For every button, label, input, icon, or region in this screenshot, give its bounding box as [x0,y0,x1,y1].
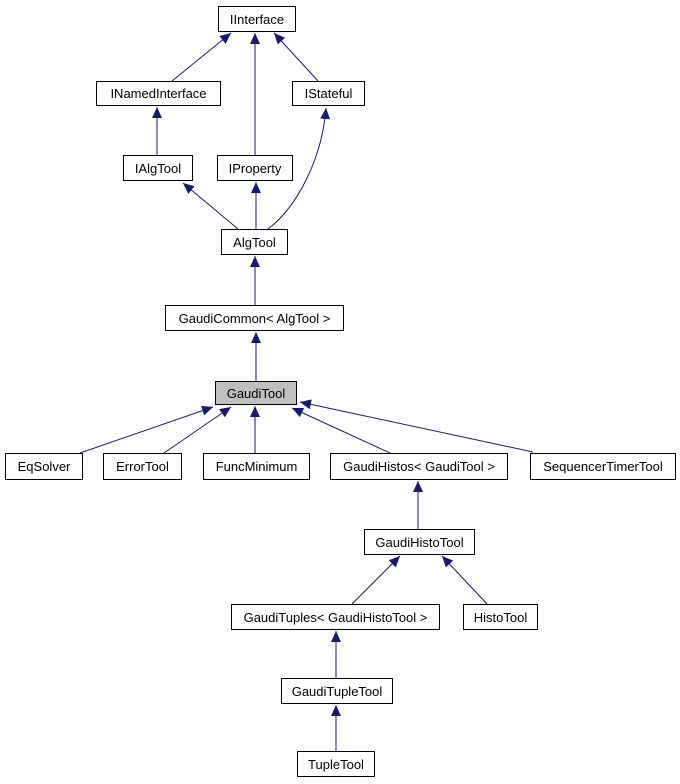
edge-histotool-to-gaudihistotool [441,555,488,605]
edge-istateful-to-iinterface [273,32,319,82]
node-gaudihistotool[interactable]: GaudiHistoTool [364,529,475,555]
node-ialgtool[interactable]: IAlgTool [123,155,193,181]
node-label-iproperty: IProperty [228,160,282,176]
node-label-funcminimum: FuncMinimum [215,459,298,474]
node-gaudituplettool[interactable]: GaudiTupleTool [281,678,393,704]
edge-algtool-to-istateful [267,107,331,230]
node-eqsolver[interactable]: EqSolver [5,453,83,480]
node-label-istateful: IStateful [304,86,353,101]
node-sequencertimertool[interactable]: SequencerTimerTool [530,453,676,480]
node-label-inamedinterface: INamedInterface [110,86,207,101]
node-label-errortool: ErrorTool [116,459,169,474]
node-iinterface[interactable]: IInterface [218,6,296,32]
node-inamedinterface[interactable]: INamedInterface [96,81,221,106]
edge-sequencertimertool-to-gauditool [299,399,534,453]
node-algtool[interactable]: AlgTool [221,229,288,255]
edge-gaudihistos-to-gauditool [291,407,391,454]
node-gaudihistos[interactable]: GaudiHistos< GaudiTool > [330,453,508,480]
edge-eqsolver-to-gauditool [79,405,214,454]
node-label-gauditool: GaudiTool [226,385,286,401]
node-label-eqsolver: EqSolver [17,459,71,474]
node-label-histotool: HistoTool [473,609,528,625]
node-label-gaudicommon: GaudiCommon< AlgTool > [178,310,331,326]
node-label-iinterface: IInterface [229,11,285,27]
node-gaudicommon[interactable]: GaudiCommon< AlgTool > [165,305,344,331]
node-gaudituples[interactable]: GaudiTuples< GaudiHistoTool > [231,604,440,630]
node-label-gaudihistotool: GaudiHistoTool [375,534,464,550]
node-errortool[interactable]: ErrorTool [103,453,182,480]
node-gauditool: GaudiTool [215,381,297,405]
node-istateful[interactable]: IStateful [292,81,365,106]
node-iproperty[interactable]: IProperty [217,155,293,181]
edge-errortool-to-gauditool [163,406,232,454]
node-label-sequencertimertool: SequencerTimerTool [543,459,663,474]
node-label-gaudituplettool: GaudiTupleTool [291,683,383,699]
edge-gaudituples-to-gaudihistotool [351,555,401,605]
node-funcminimum[interactable]: FuncMinimum [203,453,310,480]
node-label-ialgtool: IAlgTool [134,160,182,176]
node-tupletool[interactable]: TupleTool [297,751,375,777]
edge-algtool-to-ialgtool [182,182,239,230]
node-label-tupletool: TupleTool [308,756,364,772]
node-histotool[interactable]: HistoTool [463,604,538,630]
edge-inamedinterface-to-iinterface [171,32,232,82]
node-label-algtool: AlgTool [233,234,276,250]
node-label-gaudituples: GaudiTuples< GaudiHistoTool > [243,609,428,625]
node-label-gaudihistos: GaudiHistos< GaudiTool > [343,459,495,474]
